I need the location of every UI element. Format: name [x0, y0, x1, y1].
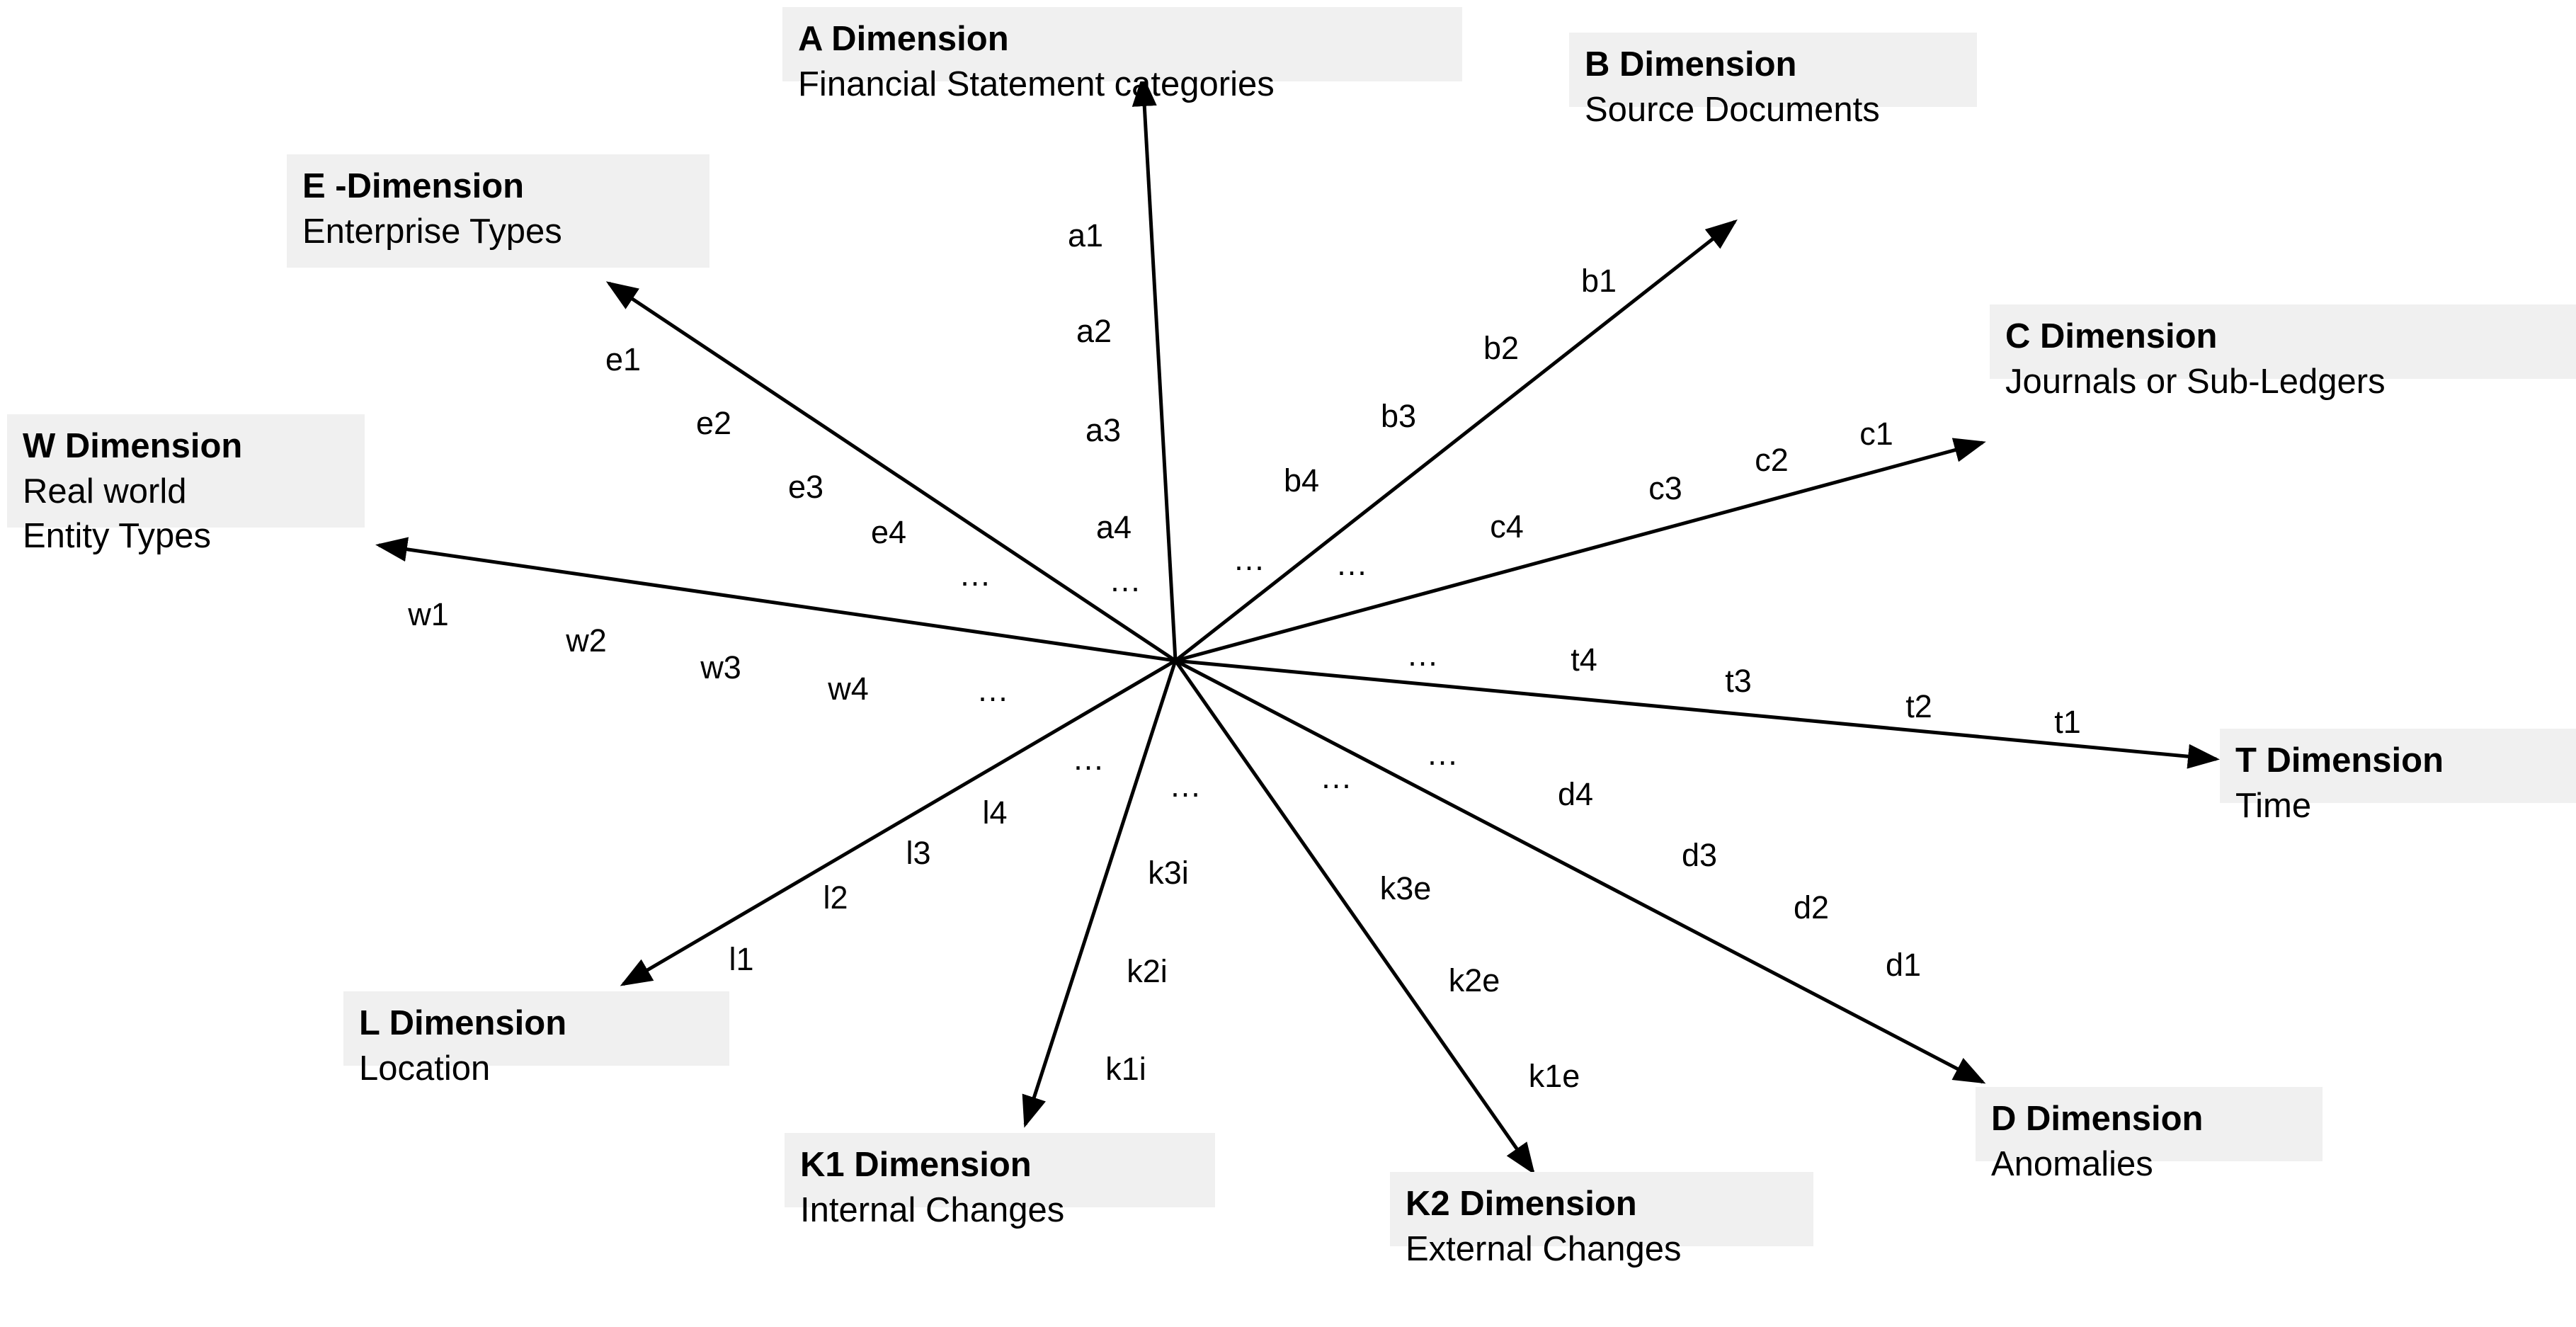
axis-tick-w3: w3	[700, 649, 741, 685]
axis-tick-k2e: k2e	[1448, 962, 1500, 998]
dimension-title-b: B Dimension	[1585, 45, 1797, 84]
axis-tick-l4: l4	[982, 795, 1008, 831]
axis-ellipsis-k1: ...	[1170, 768, 1202, 804]
axis-tick-k1i: k1i	[1105, 1051, 1146, 1087]
axis-tick-t1: t1	[2054, 704, 2081, 740]
dimension-title-l: L Dimension	[359, 1004, 567, 1042]
dimension-subtitle-w-line2: Entity Types	[23, 517, 212, 556]
dimension-subtitle-d: Anomalies	[1991, 1144, 2153, 1183]
dimension-subtitle-l: Location	[359, 1049, 491, 1088]
dimension-subtitle-t: Time	[2235, 786, 2312, 825]
axis-tick-e4: e4	[870, 514, 907, 550]
axis-tick-l2: l2	[823, 879, 848, 916]
axis-tick-l3: l3	[906, 835, 931, 871]
axis-tick-a2: a2	[1076, 313, 1112, 349]
axis-arrow-a	[1132, 74, 1178, 661]
axis-tick-c1: c1	[1859, 416, 1893, 452]
dimension-title-k2: K2 Dimension	[1406, 1185, 1637, 1223]
axis-tick-k2i: k2i	[1127, 953, 1168, 989]
axis-tick-b1: b1	[1580, 263, 1617, 299]
dimension-subtitle-c: Journals or Sub-Ledgers	[2005, 362, 2386, 401]
dimension-subtitle-b: Source Documents	[1585, 90, 1880, 129]
dimension-subtitle-a: Financial Statement categories	[798, 64, 1275, 103]
dimension-subtitle-e: Enterprise Types	[302, 212, 562, 251]
axis-tick-d4: d4	[1557, 776, 1594, 812]
axis-tick-e2: e2	[695, 405, 732, 441]
axis-ellipsis-d: ...	[1427, 736, 1459, 772]
axis-tick-w2: w2	[566, 622, 607, 659]
axis-tick-l1: l1	[729, 941, 754, 977]
axis-ellipsis-l: ...	[1073, 741, 1105, 777]
dimension-title-a: A Dimension	[798, 20, 1009, 58]
dimension-subtitle-w-line1: Real world	[23, 472, 187, 511]
axis-arrow-k1	[1022, 660, 1178, 1128]
axis-ellipsis-a: ...	[1110, 562, 1141, 598]
dimension-title-e: E -Dimension	[302, 167, 525, 205]
axis-tick-d2: d2	[1793, 889, 1830, 926]
axis-tick-b2: b2	[1483, 330, 1520, 366]
dimension-title-c: C Dimension	[2005, 317, 2218, 355]
axis-tick-d3: d3	[1681, 837, 1718, 873]
axis-arrow-w	[375, 537, 1176, 663]
axis-tick-b4: b4	[1283, 462, 1320, 499]
axis-tick-a1: a1	[1067, 217, 1104, 254]
dimension-title-t: T Dimension	[2235, 741, 2444, 780]
axis-tick-t2: t2	[1905, 688, 1932, 724]
axis-tick-w4: w4	[828, 671, 869, 707]
dimension-subtitle-k1: Internal Changes	[800, 1190, 1065, 1229]
axis-tick-a3: a3	[1085, 412, 1122, 448]
axis-tick-t4: t4	[1571, 642, 1597, 678]
axis-tick-c4: c4	[1490, 508, 1524, 545]
axis-tick-a4: a4	[1095, 509, 1132, 545]
axis-tick-w1: w1	[408, 596, 449, 632]
axis-tick-e1: e1	[605, 341, 642, 377]
axes-group	[375, 74, 2220, 1175]
axis-ellipsis-k2: ...	[1321, 759, 1352, 795]
axis-arrow-b	[1174, 219, 1738, 662]
axis-ellipsis-c: ...	[1337, 546, 1368, 582]
axis-arrow-d	[1174, 659, 1986, 1084]
axis-tick-d1: d1	[1885, 947, 1922, 983]
dimension-title-w: W Dimension	[23, 427, 243, 465]
axis-tick-t3: t3	[1725, 663, 1752, 699]
axis-tick-k3e: k3e	[1379, 870, 1432, 906]
axis-ellipsis-e: ...	[960, 557, 991, 593]
dimension-title-k1: K1 Dimension	[800, 1146, 1032, 1184]
axis-ellipsis-t: ...	[1408, 637, 1439, 673]
axis-arrow-t	[1175, 659, 2220, 769]
axis-ellipsis-b: ...	[1234, 541, 1265, 577]
axis-tick-e3: e3	[787, 469, 824, 505]
axis-arrow-e	[605, 281, 1177, 663]
axis-arrow-k2	[1173, 659, 1535, 1175]
axis-tick-k3i: k3i	[1148, 855, 1189, 891]
axis-ellipsis-w: ...	[978, 672, 1009, 708]
axis-tick-k1e: k1e	[1528, 1058, 1580, 1094]
axis-arrow-l	[620, 659, 1177, 986]
dimension-subtitle-k2: External Changes	[1406, 1229, 1682, 1268]
axis-tick-c2: c2	[1755, 442, 1789, 478]
axis-tick-b3: b3	[1380, 398, 1417, 434]
axis-arrow-c	[1175, 438, 1986, 663]
axis-tick-c3: c3	[1648, 470, 1682, 506]
dimension-title-d: D Dimension	[1991, 1100, 2204, 1138]
